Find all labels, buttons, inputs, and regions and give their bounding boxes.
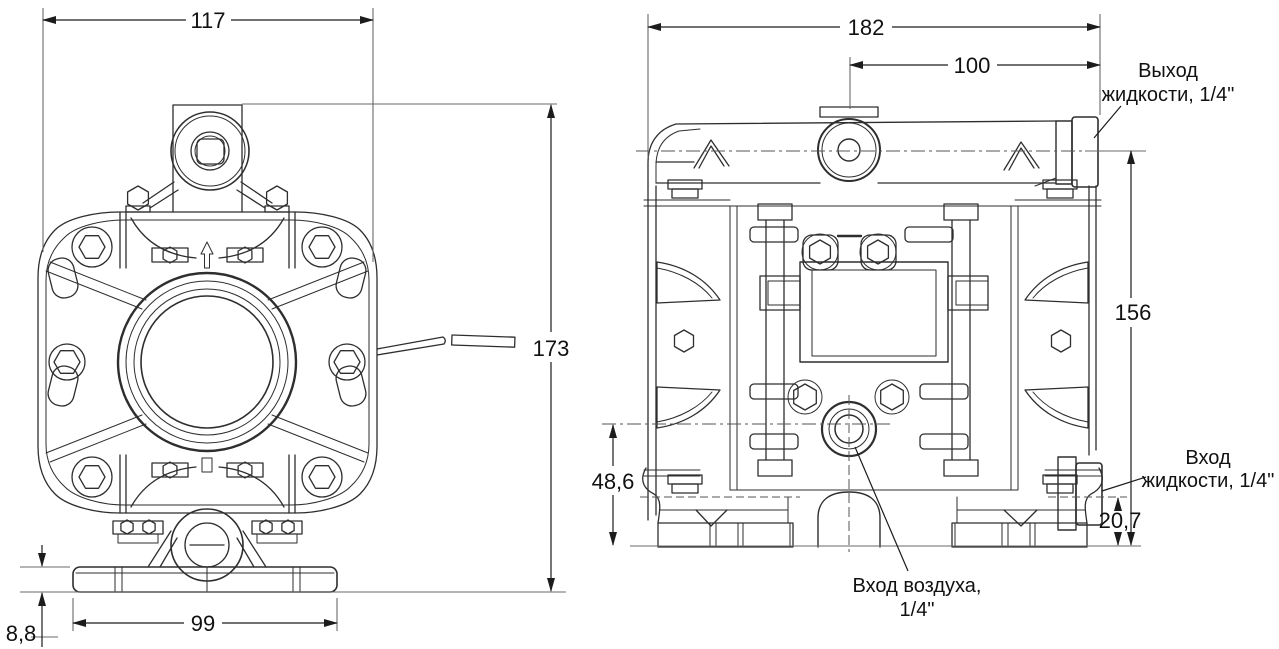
outlet-label-line2: жидкости, 1/4" [1102,84,1235,106]
dim-outlet-offset: 100 [954,53,991,78]
dim-inlet-height: 20,7 [1099,508,1142,533]
outlet-manifold [647,106,1057,187]
centerlines [602,150,1127,552]
air-inlet-label-line1: Вход воздуха, [853,575,982,597]
body-slots [47,257,367,407]
bottom-clamp-band [119,454,296,514]
top-mounting-bracket [125,104,290,213]
outlet-label-line1: Выход [1138,60,1198,82]
bottom-foot-assembly [72,508,338,593]
right-clamp-assembly [951,141,1103,548]
top-clamp-band [119,211,296,269]
air-valve-block [759,233,989,415]
side-view-dimensions: 182 100 156 48,6 20,7 Выход жидкости, 1/… [592,14,1275,621]
inlet-leader-line [1101,476,1147,492]
dim-front-base-width: 99 [191,611,215,636]
inlet-port [1057,456,1103,531]
dim-front-width: 117 [190,8,225,33]
side-view-drawing [602,106,1127,552]
inlet-label-line2: жидкости, 1/4" [1142,470,1275,492]
dim-side-width: 182 [848,15,885,40]
rear-housing-frame [729,205,1019,491]
outlet-leader-line [1093,105,1122,139]
front-view-dimensions: 117 173 99 8,8 [6,8,570,647]
tie-rails [749,203,979,477]
inlet-label-line1: Вход [1185,447,1231,469]
ground-wire [376,334,516,356]
dim-front-base-height: 8,8 [6,621,37,646]
pump-center-circles [116,271,298,453]
body-spokes [45,261,369,463]
outlet-port [1034,116,1099,188]
pump-body-outline [37,211,378,514]
dim-inlet-axis-height: 48,6 [592,469,635,494]
dim-outlet-height: 156 [1115,300,1152,325]
left-clamp-assembly [642,139,794,548]
air-inlet-leader-line [854,446,909,572]
front-view-drawing [37,104,516,593]
corner-bolts [48,226,366,498]
dim-front-height: 173 [533,336,570,361]
air-inlet-label-line2: 1/4" [900,599,935,621]
